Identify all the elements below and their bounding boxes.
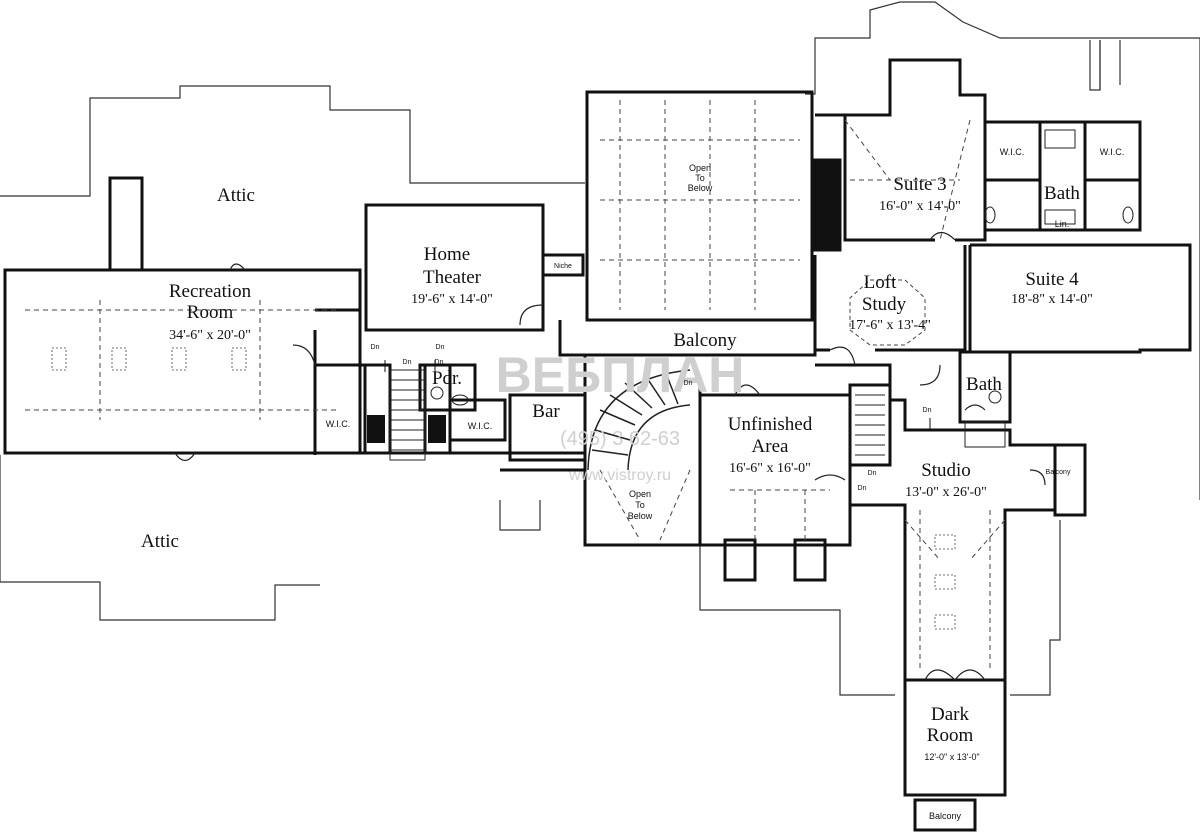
stair-arrows xyxy=(384,360,931,430)
home-theater-dim: 19'-6" x 14'-0" xyxy=(411,292,493,307)
studio-dim: 13'-0" x 26'-0" xyxy=(905,485,987,500)
wic-bar-label: W.I.C. xyxy=(468,421,493,431)
ceiling-lines xyxy=(25,100,1006,670)
stair-dn-label: Dn xyxy=(436,344,445,351)
niche-label: Niche xyxy=(554,263,572,270)
home-theater-label-2: Theater xyxy=(423,267,482,288)
loft-label-1: Loft xyxy=(864,272,897,293)
home-theater-label-1: Home xyxy=(424,244,470,265)
recreation-room-label-1: Recreation xyxy=(169,281,252,302)
pdr-label: Pdr. xyxy=(432,368,462,389)
watermark-phone: (495) 3 62-63 xyxy=(560,428,680,450)
dark-room-label-2: Room xyxy=(927,725,974,746)
balcony-main-label: Balcony xyxy=(673,330,737,351)
suite4-dim: 18'-8" x 14'-0" xyxy=(1011,292,1093,307)
stair-dn-label: Dn xyxy=(858,485,867,492)
unfinished-dim: 16'-6" x 16'-0" xyxy=(729,461,811,476)
stairs xyxy=(389,369,885,461)
ceiling-fixtures xyxy=(51,347,956,630)
columns xyxy=(367,415,446,443)
open-below-stair-1: Open xyxy=(629,489,651,499)
wic-right-label: W.I.C. xyxy=(1100,147,1125,157)
open-below-stair-3: Below xyxy=(628,511,653,521)
attic-top-label: Attic xyxy=(217,185,255,206)
suite3-dim: 16'-0" x 14'-0" xyxy=(879,199,961,214)
spiral-stair xyxy=(587,369,691,471)
watermark-site: www.vistroy.ru xyxy=(568,467,671,484)
dark-room-label-1: Dark xyxy=(931,704,969,725)
open-below-top-2: To xyxy=(695,173,705,183)
recreation-room-label-2: Room xyxy=(187,302,234,323)
bath-fixtures xyxy=(430,129,1134,448)
loft-octagon xyxy=(849,279,926,346)
bath-suites-label: Bath xyxy=(1044,183,1080,204)
bath-small-label: Bath xyxy=(966,374,1002,395)
unfinished-label-2: Area xyxy=(752,436,789,457)
open-below-top-3: Below xyxy=(688,183,713,193)
walls xyxy=(3,58,1192,832)
stair-dn-label: Dn xyxy=(435,359,444,366)
unfinished-label-1: Unfinished xyxy=(728,414,813,435)
stair-dn-label: Dn xyxy=(684,380,693,387)
studio-label: Studio xyxy=(921,460,971,481)
bar-label: Bar xyxy=(532,401,560,422)
suite3-label: Suite 3 xyxy=(893,174,946,195)
loft-label-2: Study xyxy=(862,294,907,315)
open-below-stair-2: To xyxy=(635,500,645,510)
recreation-room-dim: 34'-6" x 20'-0" xyxy=(169,328,251,343)
stair-dn-label: Dn xyxy=(371,344,380,351)
stair-dn-label: Dn xyxy=(923,407,932,414)
balcony-side-label: Balcony xyxy=(1046,469,1071,476)
doors xyxy=(174,231,1046,681)
dark-room-dim: 12'-0" x 13'-0" xyxy=(924,752,979,762)
attic-bottom-label: Attic xyxy=(141,531,179,552)
linen-label: Lin. xyxy=(1055,219,1070,229)
wic-left-label: W.I.C. xyxy=(1000,147,1025,157)
roof-outline xyxy=(0,1,1200,696)
wic-rec-label: W.I.C. xyxy=(326,419,351,429)
open-below-top-1: Open xyxy=(689,163,711,173)
loft-dim: 17'-6" x 13'-4" xyxy=(849,318,931,333)
stair-dn-label: Dn xyxy=(868,470,877,477)
watermark-brand: ВЕБПЛАН xyxy=(496,347,745,403)
suite4-label: Suite 4 xyxy=(1025,269,1079,290)
stair-dn-label: Dn xyxy=(403,359,412,366)
balcony-bottom-label: Balcony xyxy=(929,811,962,821)
